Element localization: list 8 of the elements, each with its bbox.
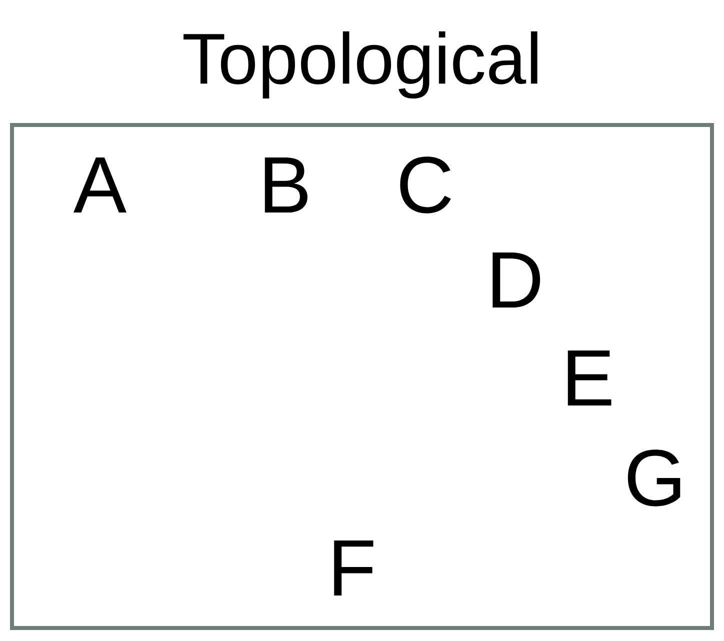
- letter-label: F: [334, 540, 374, 596]
- title: Topological: [184, 31, 538, 99]
- letter-label: G: [628, 450, 680, 506]
- letter-label: D: [492, 252, 540, 308]
- letter-label: A: [73, 157, 127, 213]
- letter-label: C: [400, 156, 451, 214]
- letter-label: B: [264, 157, 308, 213]
- letter-label: E: [568, 350, 612, 406]
